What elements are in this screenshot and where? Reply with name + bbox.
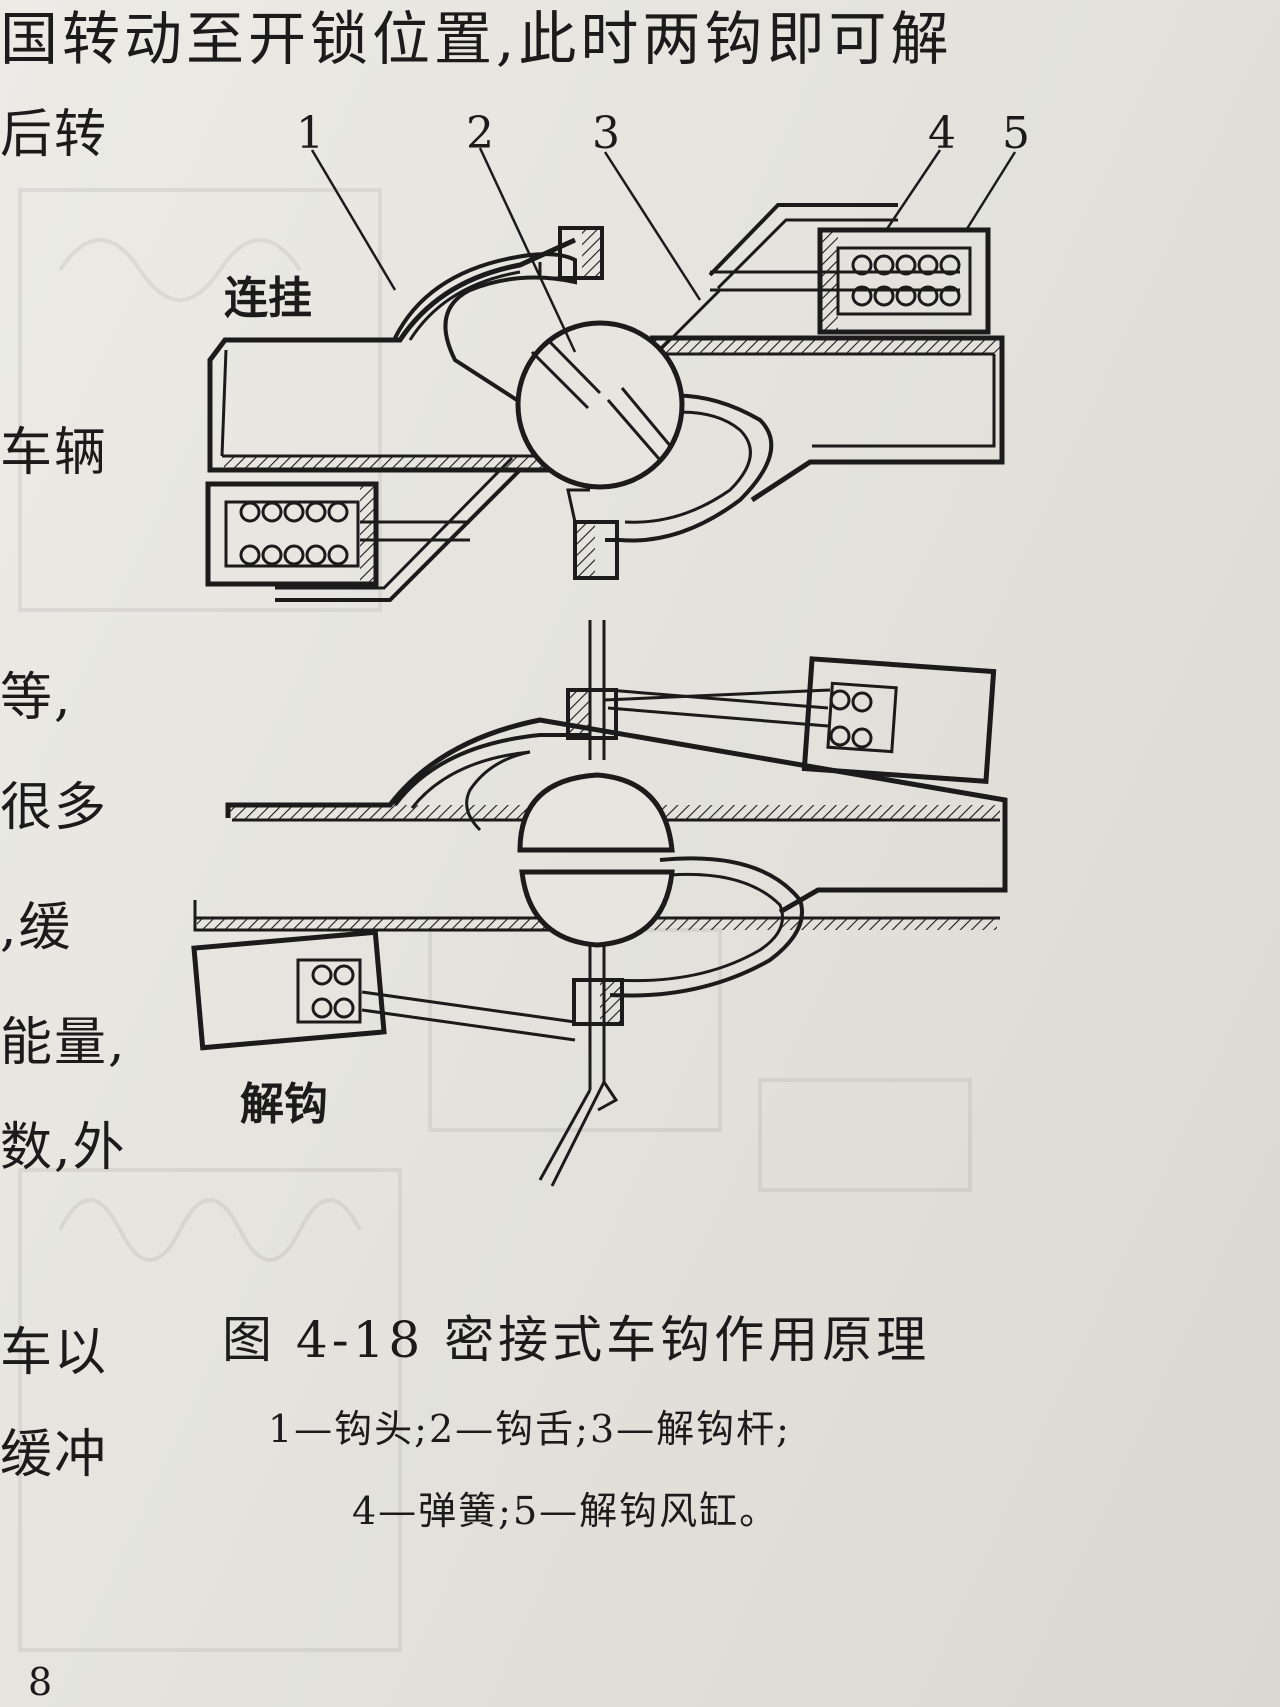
- figure-legend-line-1: 1—钩头;2—钩舌;3—解钩杆;: [268, 1407, 791, 1451]
- body-text-fragment: 很多: [0, 778, 109, 838]
- figure-caption: 图 4-18 密接式车钩作用原理: [222, 1311, 931, 1369]
- page-number: 8: [28, 1660, 53, 1704]
- uncoupled-state-drawing: [191, 620, 1008, 1187]
- part-number-label: 3: [592, 108, 620, 159]
- uncoupled-state-label: 解钩: [240, 1079, 328, 1130]
- coupled-state-drawing: [205, 147, 1017, 602]
- coupled-state-label: 连挂: [224, 273, 312, 324]
- figure-legend-line-2: 4—弹簧;5—解钩风缸。: [352, 1489, 780, 1533]
- body-text-fragment: 后转: [0, 105, 109, 165]
- body-text-fragment: 车辆: [0, 423, 109, 483]
- part-number-label: 2: [466, 108, 494, 159]
- body-text-top-line: 国转动至开锁位置,此时两钩即可解: [0, 5, 953, 73]
- body-text-fragment: 缓冲: [0, 1425, 109, 1485]
- part-number-label: 5: [1002, 108, 1030, 159]
- part-number-label: 4: [928, 108, 956, 159]
- body-text-fragment: 等,: [0, 668, 73, 728]
- body-text-fragment: 数,外: [0, 1118, 127, 1178]
- body-text-fragment: 车以: [0, 1323, 109, 1383]
- part-number-label: 1: [296, 108, 324, 159]
- body-text-fragment: 能量,: [0, 1013, 127, 1073]
- body-text-fragment: ,缓: [0, 898, 73, 958]
